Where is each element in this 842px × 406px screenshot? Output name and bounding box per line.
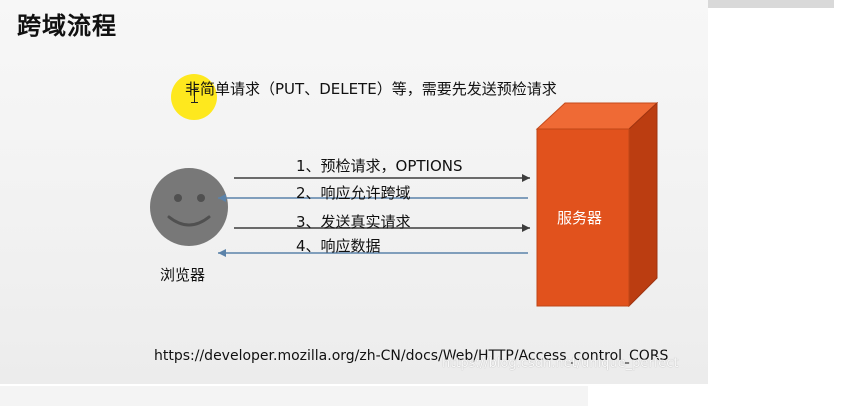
smiley-face-icon [150,168,228,246]
right-gray-tab [708,0,834,8]
server-label: 服务器 [557,209,603,227]
arrowhead-response-allow [218,194,226,202]
slide-subtitle: 非简单请求（PUT、DELETE）等，需要先发送预检请求 [185,80,557,98]
step-label-3: 3、发送真实请求 [296,213,411,231]
arrowhead-request-preflight [522,174,530,182]
arrowhead-request-real [522,224,530,232]
bottom-strip [0,386,588,406]
step-label-4: 4、响应数据 [296,237,381,255]
browser-label: 浏览器 [160,266,206,284]
slide-title: 跨域流程 [17,12,117,40]
reference-url: https://developer.mozilla.org/zh-CN/docs… [154,348,669,364]
step-label-1: 1、预检请求，OPTIONS [296,157,463,175]
server-box-icon [535,102,658,307]
step-label-2: 2、响应允许跨域 [296,184,411,202]
text-cursor-icon [191,89,198,103]
watermark-text: https://blog.csdn.net/unique_perfect [442,356,679,371]
flow-arrows [218,174,530,257]
arrowhead-response-data [218,249,226,257]
